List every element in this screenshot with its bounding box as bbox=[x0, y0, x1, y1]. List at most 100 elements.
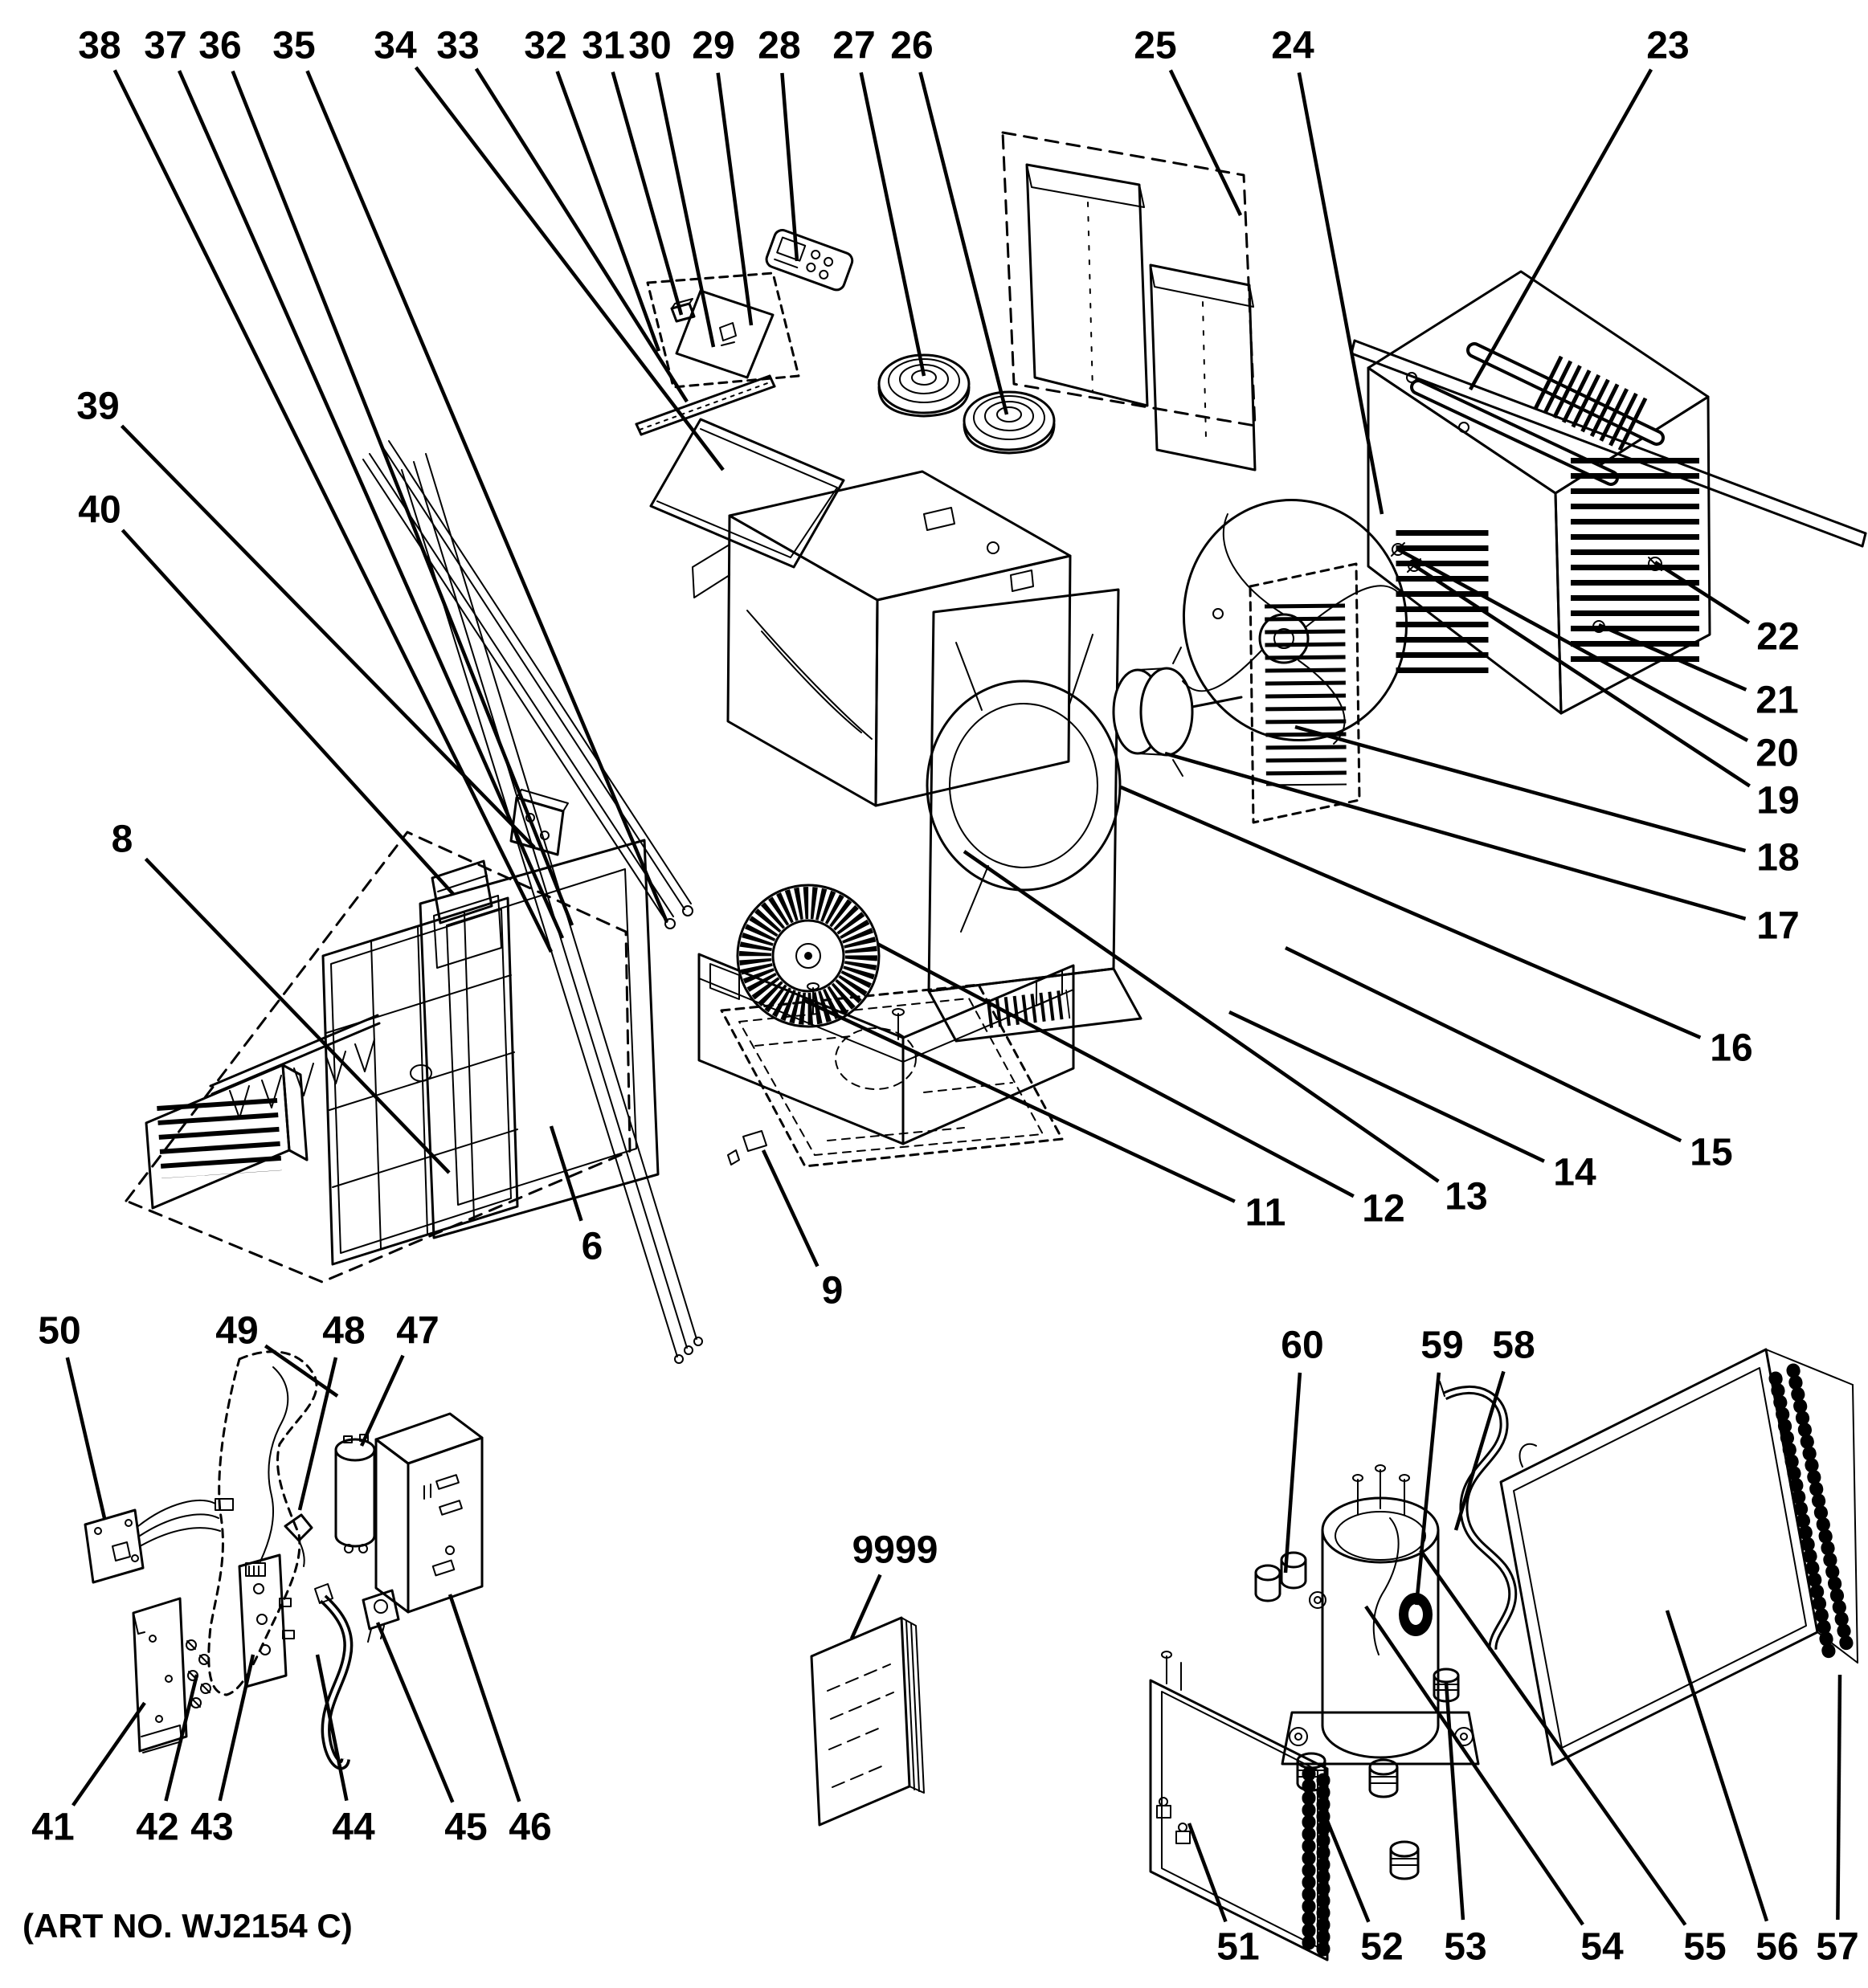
compressor bbox=[1281, 1464, 1480, 1766]
leader-line-46 bbox=[448, 1594, 521, 1802]
leader-line-31 bbox=[611, 71, 684, 316]
callout-label-6: 6 bbox=[582, 1226, 603, 1268]
front-assembly-dashed-group bbox=[125, 831, 660, 1284]
condenser-coil bbox=[1499, 1348, 1858, 1766]
grille-kit-dashed-group bbox=[1001, 131, 1257, 471]
foam-gasket-sheet bbox=[649, 418, 845, 569]
callout-label-31: 31 bbox=[582, 25, 624, 67]
callout-label-20: 20 bbox=[1756, 733, 1798, 775]
leader-line-45 bbox=[375, 1622, 455, 1803]
leader-line-44 bbox=[315, 1654, 349, 1802]
fan-shroud bbox=[926, 588, 1142, 1043]
display-board bbox=[132, 1597, 188, 1753]
power-pcb bbox=[84, 1498, 234, 1584]
callout-label-13: 13 bbox=[1445, 1176, 1487, 1219]
owners-manual bbox=[810, 1616, 925, 1827]
callout-label-37: 37 bbox=[144, 25, 186, 67]
leader-line-49 bbox=[264, 1344, 339, 1398]
capacitor bbox=[334, 1434, 376, 1553]
callout-label-9999: 9999 bbox=[852, 1529, 938, 1572]
callout-label-53: 53 bbox=[1444, 1926, 1486, 1969]
callout-label-9: 9 bbox=[822, 1270, 844, 1312]
switch bbox=[362, 1589, 400, 1643]
callout-label-17: 17 bbox=[1756, 905, 1799, 948]
evaporator-coil bbox=[1149, 1651, 1330, 1961]
leader-line-51 bbox=[1187, 1823, 1228, 1923]
callout-label-46: 46 bbox=[509, 1806, 551, 1849]
callout-label-11: 11 bbox=[1245, 1192, 1286, 1235]
callout-label-35: 35 bbox=[272, 25, 315, 67]
leader-line-47 bbox=[359, 1354, 405, 1447]
leader-line-21 bbox=[1598, 623, 1747, 692]
leader-line-35 bbox=[305, 70, 669, 923]
callout-label-60: 60 bbox=[1281, 1325, 1323, 1367]
remote-control bbox=[765, 229, 854, 292]
callout-label-8: 8 bbox=[112, 818, 133, 861]
leader-line-48 bbox=[297, 1357, 338, 1511]
leader-line-38 bbox=[112, 69, 554, 953]
leader-line-15 bbox=[1285, 945, 1682, 1143]
leader-line-28 bbox=[780, 72, 799, 262]
leader-line-9 bbox=[761, 1149, 820, 1268]
leader-line-54 bbox=[1364, 1605, 1584, 1926]
leader-line-19 bbox=[1412, 564, 1751, 788]
control-box bbox=[374, 1412, 484, 1614]
callout-label-27: 27 bbox=[832, 25, 875, 67]
blower-wheel bbox=[736, 884, 881, 1028]
leader-line-55 bbox=[1419, 1549, 1687, 1926]
callout-label-44: 44 bbox=[332, 1806, 375, 1849]
leader-line-12 bbox=[876, 942, 1355, 1198]
leader-line-59 bbox=[1414, 1372, 1441, 1606]
tube-clamps bbox=[1156, 1797, 1191, 1844]
leader-line-29 bbox=[716, 72, 754, 326]
callout-label-32: 32 bbox=[524, 25, 566, 67]
callout-label-43: 43 bbox=[190, 1806, 233, 1849]
side-curtain-panel bbox=[1249, 562, 1361, 824]
callout-label-29: 29 bbox=[692, 25, 734, 67]
terminal-strip bbox=[238, 1553, 295, 1688]
callout-label-58: 58 bbox=[1492, 1325, 1535, 1367]
callout-label-12: 12 bbox=[1362, 1188, 1404, 1231]
callout-label-28: 28 bbox=[758, 25, 800, 67]
foam-tape-coil-rear bbox=[963, 390, 1056, 455]
leader-line-13 bbox=[963, 850, 1440, 1183]
rubber-ring bbox=[1399, 1593, 1433, 1636]
leader-line-53 bbox=[1444, 1682, 1465, 1921]
leader-line-39 bbox=[120, 424, 536, 849]
callout-label-51: 51 bbox=[1216, 1926, 1259, 1969]
sensor-clip bbox=[284, 1513, 313, 1567]
leader-line-17 bbox=[1164, 751, 1747, 921]
leader-line-20 bbox=[1396, 548, 1749, 742]
callout-label-36: 36 bbox=[198, 25, 241, 67]
discharge-tube bbox=[1439, 1381, 1518, 1651]
foam-tape-coil-front bbox=[877, 353, 971, 418]
callout-label-50: 50 bbox=[38, 1310, 80, 1353]
window-rails-and-strips bbox=[362, 440, 703, 1364]
leader-line-6 bbox=[549, 1125, 583, 1222]
leader-line-27 bbox=[859, 71, 926, 377]
leader-line-40 bbox=[121, 529, 455, 896]
blower-housing-assembly bbox=[692, 470, 1072, 807]
leader-line-26 bbox=[918, 71, 1009, 415]
callout-label-41: 41 bbox=[31, 1806, 74, 1849]
leader-line-34 bbox=[414, 66, 725, 471]
leader-line-52 bbox=[1318, 1802, 1371, 1923]
callout-label-55: 55 bbox=[1683, 1926, 1726, 1969]
callout-label-52: 52 bbox=[1360, 1926, 1403, 1969]
leader-line-30 bbox=[655, 71, 716, 348]
power-cord bbox=[314, 1583, 354, 1770]
drain-clip bbox=[727, 1130, 767, 1165]
leader-line-33 bbox=[474, 67, 689, 403]
callout-label-19: 19 bbox=[1756, 780, 1799, 823]
callout-label-59: 59 bbox=[1420, 1325, 1463, 1367]
leader-line-11 bbox=[803, 998, 1236, 1203]
leader-line-8 bbox=[144, 857, 451, 1174]
leader-line-50 bbox=[65, 1357, 107, 1519]
leader-line-36 bbox=[231, 70, 574, 926]
leader-line-58 bbox=[1453, 1370, 1506, 1531]
callout-label-14: 14 bbox=[1553, 1152, 1596, 1194]
leader-line-37 bbox=[178, 70, 565, 939]
callout-label-47: 47 bbox=[396, 1310, 439, 1353]
